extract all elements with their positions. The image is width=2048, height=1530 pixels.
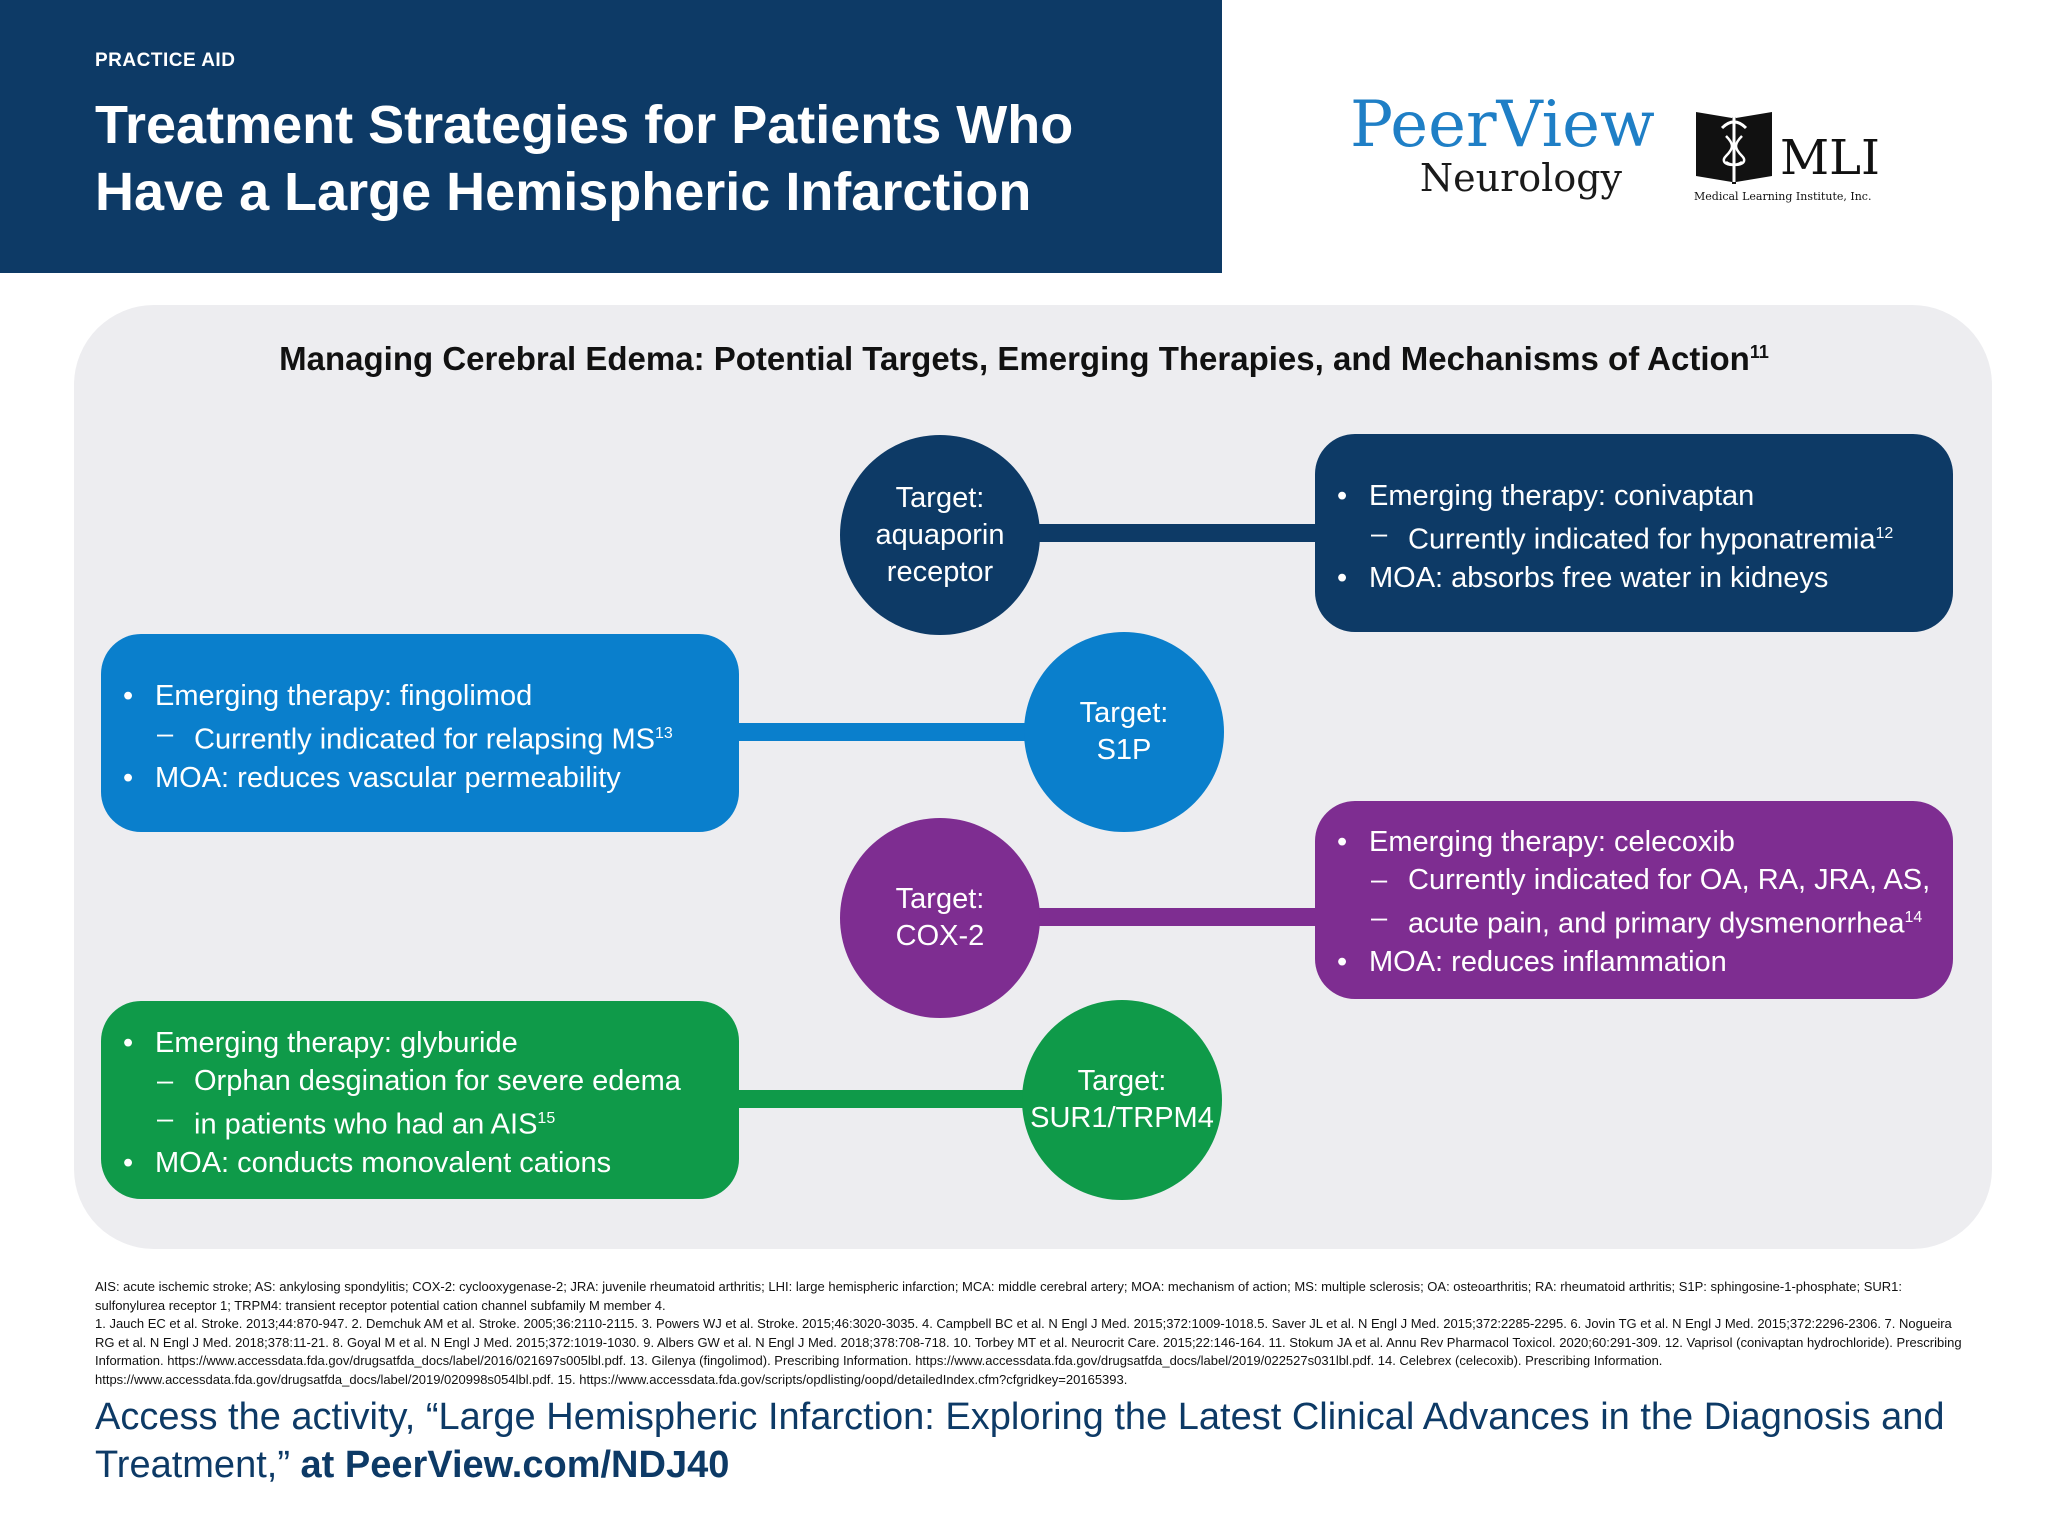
footnotes: AIS: acute ischemic stroke; AS: ankylosi… bbox=[95, 1278, 1965, 1389]
peerview-subtitle: Neurology bbox=[1419, 156, 1622, 200]
target-cox2-circle: Target: COX-2 bbox=[840, 818, 1040, 1018]
therapy-item: Emerging therapy: conivaptan bbox=[1315, 477, 1953, 515]
target-name: SUR1/TRPM4 bbox=[1030, 1102, 1214, 1134]
diagram-title: Managing Cerebral Edema: Potential Targe… bbox=[279, 340, 1769, 377]
abbreviations-text: AIS: acute ischemic stroke; AS: ankylosi… bbox=[95, 1279, 1903, 1313]
target-label: Target: bbox=[1077, 1065, 1167, 1097]
connector-aquaporin bbox=[1030, 524, 1350, 542]
peerview-wordmark: PeerView bbox=[1350, 88, 1655, 162]
connector-s1p bbox=[700, 723, 1040, 741]
therapy-box-celecoxib: Emerging therapy: celecoxib Currently in… bbox=[1315, 801, 1953, 999]
book-caduceus-icon bbox=[1696, 110, 1772, 184]
target-sur1-trpm4-circle: Target: SUR1/TRPM4 bbox=[1022, 1000, 1222, 1200]
page-title: Treatment Strategies for Patients Who Ha… bbox=[95, 95, 1074, 222]
moa-item: MOA: conducts monovalent cations bbox=[101, 1144, 739, 1182]
connector-sur1 bbox=[700, 1090, 1040, 1108]
therapy-box-fingolimod: Emerging therapy: fingolimod Currently i… bbox=[101, 634, 739, 832]
indication-item: Currently indicated for relapsing MS13 bbox=[101, 715, 739, 759]
moa-item: MOA: reduces inflammation bbox=[1315, 943, 1953, 981]
therapy-item: Emerging therapy: fingolimod bbox=[101, 677, 739, 715]
mli-wordmark: MLI bbox=[1780, 130, 1880, 186]
target-name: receptor bbox=[886, 555, 994, 588]
indication-item-continued: acute pain, and primary dysmenorrhea14 bbox=[1315, 899, 1953, 943]
indication-item: Currently indicated for OA, RA, JRA, AS, bbox=[1315, 861, 1953, 899]
therapy-box-conivaptan: Emerging therapy: conivaptan Currently i… bbox=[1315, 434, 1953, 632]
target-aquaporin-circle: Target: aquaporin receptor bbox=[840, 435, 1040, 635]
connector-cox2 bbox=[1030, 908, 1350, 926]
therapy-box-glyburide: Emerging therapy: glyburide Orphan desgi… bbox=[101, 1001, 739, 1199]
therapy-item: Emerging therapy: glyburide bbox=[101, 1024, 739, 1062]
header-banner: PRACTICE AID Treatment Strategies for Pa… bbox=[0, 0, 1222, 273]
mli-logo: MLI Medical Learning Institute, Inc. bbox=[1692, 106, 1892, 206]
therapy-item: Emerging therapy: celecoxib bbox=[1315, 823, 1953, 861]
target-s1p-circle: Target: S1P bbox=[1024, 632, 1224, 832]
eyebrow-label: PRACTICE AID bbox=[95, 50, 236, 71]
cta-url-link[interactable]: PeerView.com/NDJ40 bbox=[344, 1444, 730, 1486]
call-to-action: Access the activity, “Large Hemispheric … bbox=[95, 1393, 1995, 1489]
mli-caption: Medical Learning Institute, Inc. bbox=[1694, 190, 1872, 203]
target-label: Target: bbox=[895, 883, 985, 915]
target-label: Target: bbox=[1079, 697, 1169, 729]
target-name: COX-2 bbox=[895, 920, 985, 952]
indication-item-continued: in patients who had an AIS15 bbox=[101, 1100, 739, 1144]
target-name: S1P bbox=[1096, 734, 1152, 766]
peerview-neurology-logo: PeerView Neurology bbox=[1350, 88, 1655, 200]
references-text: 1. Jauch EC et al. Stroke. 2013;44:870-9… bbox=[95, 1316, 1962, 1387]
moa-item: MOA: absorbs free water in kidneys bbox=[1315, 559, 1953, 597]
indication-item: Currently indicated for hyponatremia12 bbox=[1315, 515, 1953, 559]
target-name: aquaporin bbox=[875, 518, 1005, 551]
cta-text: Access the activity, “Large Hemispheric … bbox=[95, 1396, 1945, 1486]
indication-item: Orphan desgination for severe edema bbox=[101, 1062, 739, 1100]
target-label: Target: bbox=[895, 481, 985, 514]
moa-item: MOA: reduces vascular permeability bbox=[101, 759, 739, 797]
cta-url-prefix: at bbox=[300, 1444, 335, 1486]
